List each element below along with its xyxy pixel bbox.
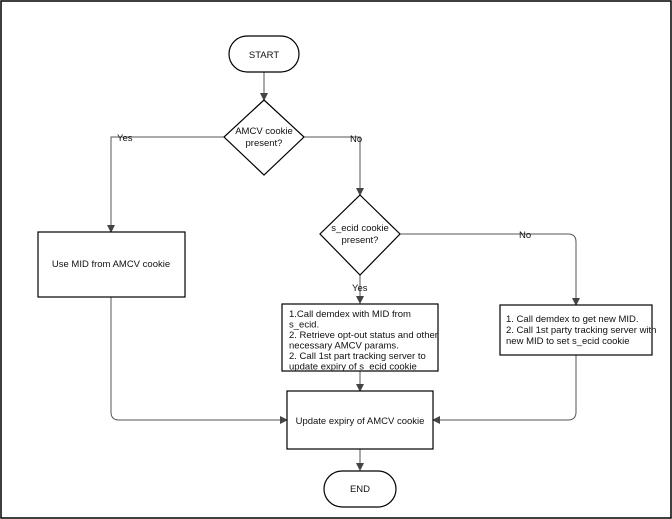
start-label: START <box>249 50 279 61</box>
edge-label-secid-no: No <box>519 230 531 241</box>
edge-amcv-no <box>304 136 364 196</box>
amcv-decision-line-2: present? <box>246 138 283 149</box>
update-expiry-label: Update expiry of AMCV cookie <box>296 416 425 427</box>
demdex-with-mid-line-2: s_ecid. <box>289 320 319 331</box>
demdex-with-mid-line-4: necessary AMCV params. <box>289 341 399 352</box>
demdex-with-mid-line-5: 2. Call 1st part tracking server to <box>289 351 426 362</box>
demdex-with-mid-line-3: 2. Retrieve opt-out status and other <box>289 330 438 341</box>
update-expiry-box <box>286 390 434 450</box>
demdex-with-mid-line-1: 1.Call demdex with MID from <box>289 309 411 320</box>
use-mid-box <box>37 231 186 298</box>
edge-amcv-yes <box>107 136 224 233</box>
edge-label-amcv-no: No <box>350 134 362 145</box>
secid-decision-line-2: present? <box>342 235 379 246</box>
demdex-new-mid-line-3: new MID to set s_ecid cookie <box>506 336 630 347</box>
secid-decision-line-1: s_ecid cookie <box>331 223 389 234</box>
end-terminator <box>323 470 397 508</box>
secid-decision-diamond <box>319 194 401 276</box>
edge-label-amcv-yes: Yes <box>117 133 133 144</box>
demdex-new-mid-line-1: 1. Call demdex to get new MID. <box>506 314 639 325</box>
demdex-with-mid-line-6: update expiry of s_ecid cookie <box>289 362 417 373</box>
demdex-new-mid-line-2: 2. Call 1st party tracking server with <box>506 325 656 336</box>
edge-secid-no <box>400 233 580 306</box>
end-label: END <box>350 484 370 495</box>
edge-label-secid-yes: Yes <box>352 283 368 294</box>
edge-newmid-to-update <box>432 355 577 424</box>
amcv-decision-line-1: AMCV cookie <box>235 126 293 137</box>
edge-usemid-to-update <box>110 297 288 424</box>
amcv-decision-diamond <box>223 99 305 176</box>
demdex-new-mid-box <box>499 304 653 356</box>
demdex-with-mid-box <box>281 303 439 372</box>
start-terminator <box>228 35 300 73</box>
use-mid-label: Use MID from AMCV cookie <box>52 259 170 270</box>
